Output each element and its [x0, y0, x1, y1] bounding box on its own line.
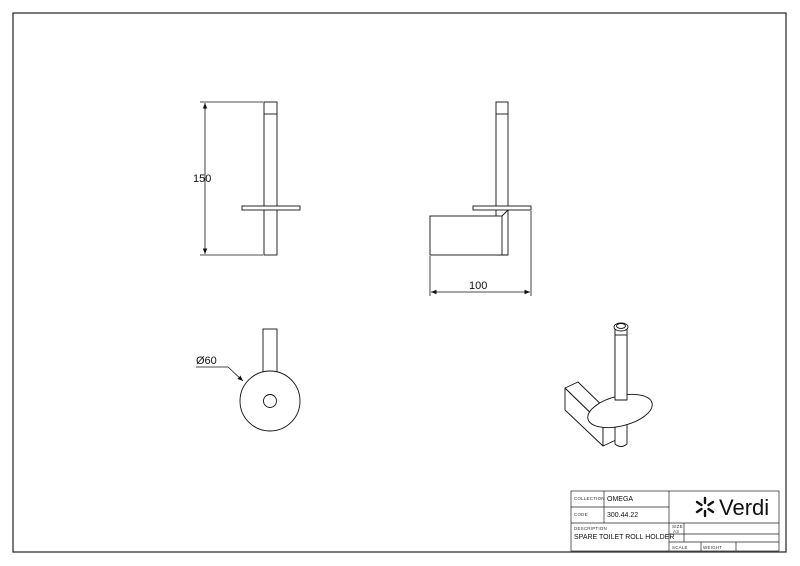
- width-dimension-label: 100: [469, 280, 487, 292]
- collection-value: OMEGA: [607, 496, 633, 503]
- description-label: DESCRIPTION: [574, 526, 607, 531]
- front-view-disc: [241, 205, 301, 211]
- side-view: [429, 101, 532, 256]
- size-value: A3: [673, 529, 679, 534]
- front-view: [241, 101, 301, 256]
- collection-label: COLLECTION: [574, 496, 605, 501]
- side-view-disc: [472, 205, 532, 211]
- top-view: [239, 328, 301, 432]
- diameter-leader: [196, 366, 244, 382]
- title-block: [570, 490, 780, 552]
- width-dimension: [429, 211, 532, 296]
- sheet-border: [12, 12, 787, 553]
- isometric-view: [564, 322, 653, 447]
- size-label: SIZE: [672, 524, 683, 529]
- code-label: CODE: [574, 512, 588, 517]
- top-view-hole: [263, 394, 277, 408]
- code-value: 300.44.22: [607, 512, 638, 519]
- asterisk-logo-icon: [695, 496, 715, 518]
- iso-rod-upper: [614, 327, 628, 401]
- brand-logo-text: Verdi: [719, 495, 769, 520]
- height-dimension: [200, 101, 263, 256]
- scale-label: SCALE: [672, 545, 688, 550]
- description-value: SPARE TOILET ROLL HOLDER: [574, 534, 674, 541]
- side-view-bracket: [429, 215, 503, 256]
- top-view-rod: [262, 328, 278, 374]
- height-dimension-label: 150: [193, 173, 211, 185]
- iso-rod-cap-inner: [616, 323, 626, 329]
- weight-label: WEIGHT: [703, 545, 722, 550]
- diameter-dimension-label: Ø60: [196, 355, 217, 367]
- front-view-rod: [263, 101, 278, 256]
